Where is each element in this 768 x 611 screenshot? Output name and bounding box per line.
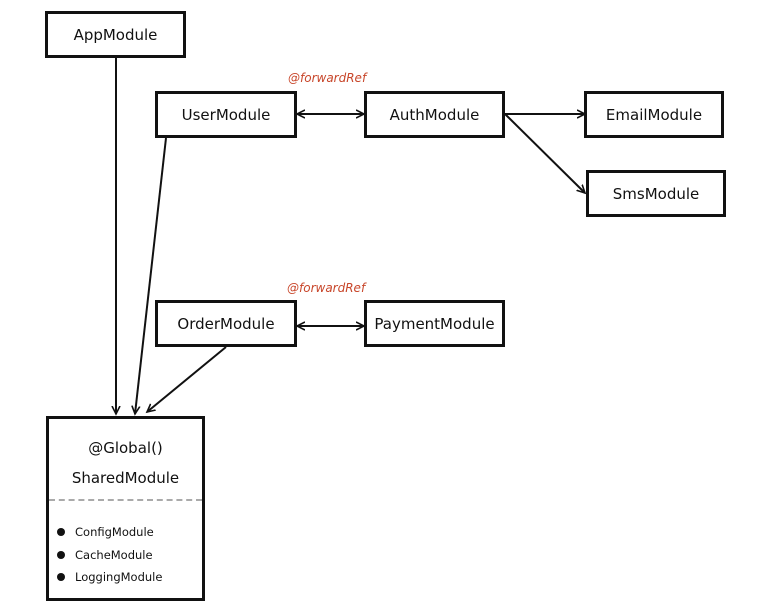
node-app-module-label: AppModule (73, 25, 158, 44)
node-shared-module[interactable]: @Global() SharedModule ConfigModule Cach… (46, 416, 205, 601)
node-sms-module[interactable]: SmsModule (586, 170, 726, 217)
edge-auth-sms (504, 113, 585, 193)
shared-module-item-label: LoggingModule (75, 570, 163, 585)
node-payment-module-label: PaymentModule (374, 314, 495, 333)
shared-module-item: CacheModule (57, 544, 162, 567)
node-order-module-label: OrderModule (177, 314, 275, 333)
node-auth-module-label: AuthModule (389, 105, 480, 124)
edge-order-shared (147, 346, 227, 412)
shared-module-item-list: ConfigModule CacheModule LoggingModule (57, 521, 162, 589)
shared-module-divider (49, 499, 202, 501)
bullet-icon (57, 550, 65, 559)
annotation-order-payment-forwardref: @forwardRef (287, 281, 366, 295)
node-email-module[interactable]: EmailModule (584, 91, 724, 138)
bullet-icon (57, 528, 65, 537)
node-email-module-label: EmailModule (605, 105, 703, 124)
shared-module-decorator: @Global() (88, 439, 163, 457)
node-user-module-label: UserModule (181, 105, 271, 124)
shared-module-item: ConfigModule (57, 521, 162, 544)
annotation-user-auth-forwardref: @forwardRef (288, 71, 367, 85)
node-sms-module-label: SmsModule (612, 184, 700, 203)
node-payment-module[interactable]: PaymentModule (364, 300, 505, 347)
shared-module-item: LoggingModule (57, 566, 162, 589)
node-app-module[interactable]: AppModule (45, 11, 186, 58)
shared-module-item-label: CacheModule (75, 547, 153, 562)
shared-module-label: SharedModule (71, 469, 180, 487)
shared-module-item-label: ConfigModule (75, 525, 154, 540)
node-auth-module[interactable]: AuthModule (364, 91, 505, 138)
edge-user-shared (135, 137, 167, 414)
node-user-module[interactable]: UserModule (155, 91, 297, 138)
node-order-module[interactable]: OrderModule (155, 300, 297, 347)
bullet-icon (57, 573, 65, 582)
